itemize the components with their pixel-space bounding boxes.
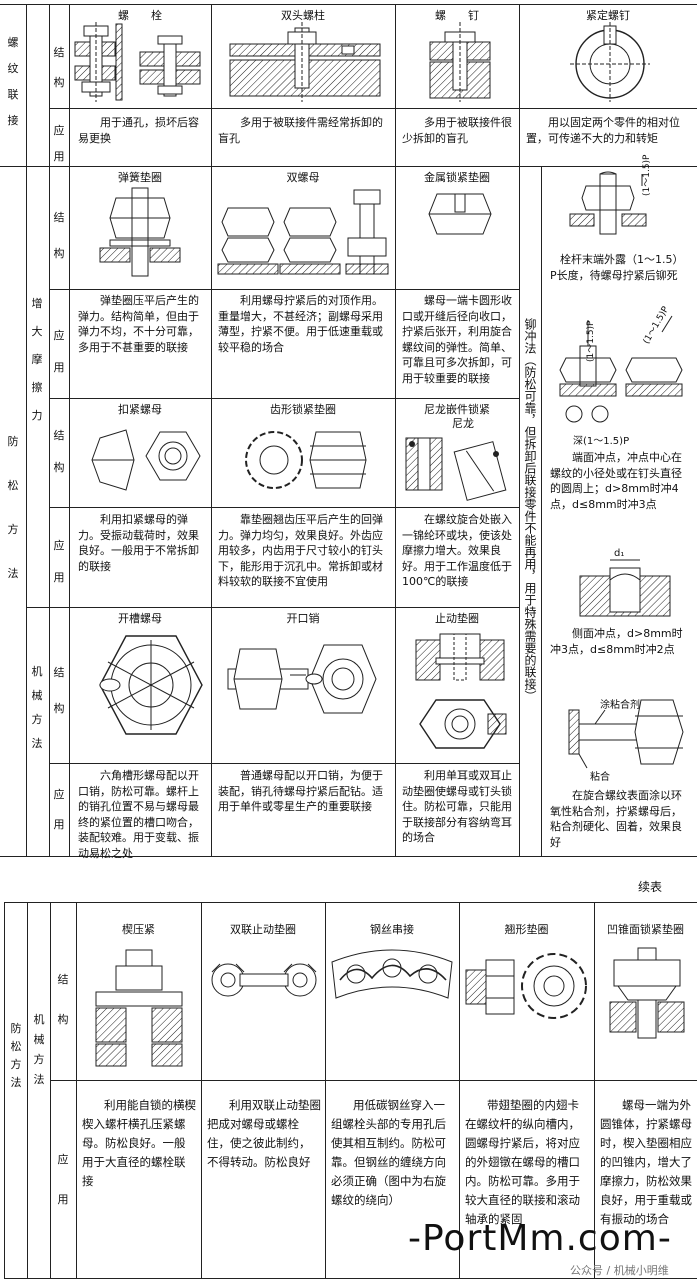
t2-app-double-tab: 利用双联止动垫圈把成对螺母或螺栓住，使之彼此制约，不得转动。防松良好: [207, 1098, 321, 1169]
punch-text-c: 侧面冲点，d>8mm时冲3点，d≤8mm时冲2点: [550, 627, 683, 656]
punch-drawing-b: [560, 312, 690, 432]
punch-dim-c: d₁: [614, 548, 625, 559]
stud-drawing: [230, 22, 380, 106]
punch-dim-b3: 深(1～1.5)P: [573, 436, 630, 447]
app-set-screw: 用以固定两个零件的相对位置，可传递不大的力和转矩: [526, 116, 680, 145]
watermark-sub: 公众号 / 机械小明维: [570, 1264, 669, 1277]
app-nylon-insert: 在螺纹旋合处嵌入一锦纶环或块，使该处摩擦力增大。效果良好。用于工作温度低于100…: [402, 513, 512, 588]
title-toothed-washer: 齿形锁紧垫圈: [270, 403, 336, 416]
t2-title-winged-washer: 翘形垫圈: [504, 923, 549, 936]
t2-label-struct: 结构: [57, 973, 69, 1026]
t2-title-double-tab: 双联止动垫圈: [230, 923, 296, 936]
title-nylon-insert: 尼龙嵌件锁紧: [424, 403, 490, 416]
glue-drawing: [565, 690, 685, 780]
group-anti-label: 防松方法: [7, 435, 19, 580]
app-clip-nut: 利用扣紧螺母的弹力。受振动载荷时，效果良好。一般用于不常拆卸的联接: [78, 513, 199, 573]
bolt-drawing: [70, 22, 210, 106]
label-app: 应用: [53, 539, 65, 584]
continued-label: 续表: [638, 880, 663, 894]
title-metal-lock-washer: 金属锁紧垫圈: [424, 171, 490, 184]
t2-app-winged-washer: 带翅垫圈的内翅卡在螺纹杆的纵向槽内，圆螺母拧紧后，将对应的外翅镦在螺母的槽口内。…: [465, 1098, 580, 1226]
toothed-washer-drawing: [240, 420, 370, 500]
double-nut-drawing: [218, 188, 388, 284]
nylon-insert-drawing: [400, 432, 515, 502]
label-app: 应用: [53, 788, 65, 831]
winged-washer-drawing: [464, 946, 590, 1026]
app-cotter-pin: 普通螺母配以开口销，为便于装配，销孔待螺母拧紧后配钻。适用于单件或零星生产的重要…: [218, 769, 383, 813]
title-bolt: 螺 栓: [118, 9, 162, 22]
glue-label-2: 粘合: [590, 772, 610, 783]
title-slotted-nut: 开槽螺母: [118, 612, 162, 625]
app-bolt: 用于通孔，损坏后容易更换: [78, 116, 199, 145]
app-metal-lock-washer: 螺母一端卡圆形收口或开缝后径向收口，拧紧后张开，利用旋合螺纹间的弹性。简单、可靠…: [402, 294, 512, 385]
label-struct: 结构: [53, 429, 65, 474]
cone-washer-drawing: [604, 946, 690, 1046]
title-screw: 螺 钉: [435, 9, 479, 22]
app-stud: 多用于被联接件需经常拆卸的盲孔: [218, 116, 383, 145]
title-double-nut: 双螺母: [286, 171, 320, 184]
tab-washer-drawing: [410, 630, 510, 758]
wire-drawing: [330, 940, 455, 1010]
punch-text-a: 栓杆末端外露（1～1.5）P长度，待螺母拧紧后铆死: [550, 253, 684, 282]
nylon-note: 尼龙: [452, 417, 474, 430]
metal-lock-washer-drawing: [425, 188, 495, 248]
slotted-nut-drawing: [96, 630, 206, 740]
punch-drawing-c: [580, 550, 670, 620]
t2-app-wedge: 利用能自锁的横楔楔入螺杆横孔压紧螺母。防松良好。一般用于大直径的螺栓联接: [82, 1098, 196, 1188]
t2-title-cone-washer: 凹锥面锁紧垫圈: [607, 923, 684, 936]
clip-nut-drawing: [90, 420, 205, 500]
t2-title-wire: 钢丝串接: [370, 923, 414, 936]
wedge-drawing: [96, 948, 186, 1068]
title-stud: 双头螺柱: [281, 9, 325, 22]
t2-sub-mech-label: 机械方法: [33, 1013, 45, 1086]
punch-text-b: 端面冲点，冲点中心在螺纹的小径处或在钉头直径的圆周上；d>8mm时冲4点，d≤8…: [550, 451, 682, 511]
spring-washer-drawing: [100, 188, 180, 284]
screw-drawing: [425, 22, 495, 106]
t2-app-cone-washer: 螺母一端为外圆锥体，拧紧螺母时，楔入垫圈相应的凹锥内，增大了摩擦力，防松效果良好…: [600, 1098, 692, 1226]
sub-friction-label: 增大摩擦力: [31, 297, 43, 422]
label-struct: 结构: [53, 211, 65, 260]
label-app: 应用: [53, 329, 65, 374]
t2-app-wire: 用低碳钢丝穿入一组螺栓头部的专用孔后使其相互制约。防松可靠。但钢丝的缠绕方向必须…: [331, 1098, 446, 1207]
t2-title-wedge: 楔压紧: [122, 923, 155, 936]
app-spring-washer: 弹垫圈压平后产生的弹力。结构简单，但由于弹力不均，不十分可靠，多用于不甚重要的联…: [78, 294, 199, 354]
set-screw-drawing: [570, 22, 650, 106]
double-tab-drawing: [208, 950, 320, 1010]
cotter-pin-drawing: [228, 635, 378, 725]
title-clip-nut: 扣紧螺母: [118, 403, 162, 416]
label-app: 应用: [53, 124, 65, 163]
t2-label-app: 应用: [57, 1153, 69, 1206]
punch-vertical-label: 铆冲法（防松可靠，但拆卸后联接零件不能再用，用于特殊需要的联接）: [523, 318, 537, 702]
app-tab-washer: 利用单耳或双耳止动垫圈使螺母或钉头锁住。防松可靠，只能用于联接部分有容纳弯耳的场…: [402, 769, 512, 844]
glue-label: 涂粘合剂: [600, 700, 640, 711]
app-screw: 多用于被联接件很少拆卸的盲孔: [402, 116, 512, 145]
watermark: -PortMm.com-: [408, 1218, 672, 1259]
group-thread-label: 螺纹联接: [7, 36, 19, 127]
punch-dim-b1: (1～1.5)P: [586, 320, 596, 363]
t2-group-anti-label: 防松方法: [10, 1022, 22, 1089]
title-tab-washer: 止动垫圈: [435, 612, 479, 625]
punch-text-d: 在旋合螺纹表面涂以环氧性粘合剂，拧紧螺母后，粘合剂硬化、固着，效果良好: [550, 789, 682, 849]
punch-drawing-a: [570, 170, 680, 250]
title-spring-washer: 弹簧垫圈: [118, 171, 162, 184]
app-slotted-nut: 六角槽形螺母配以开口销，防松可靠。螺杆上的销孔位置不易与螺母最终的紧位置的槽口吻…: [78, 769, 199, 860]
label-struct: 结构: [53, 46, 65, 89]
app-toothed-washer: 靠垫圈翘齿压平后产生的回弹力。弹力均匀，效果良好。外齿应用较多，内齿用于尺寸较小…: [218, 513, 383, 588]
title-set-screw: 紧定螺钉: [586, 9, 630, 22]
app-double-nut: 利用螺母拧紧后的对顶作用。重量增大，不甚经济；副螺母采用薄型，拧紧不便。用于低速…: [218, 294, 383, 354]
sub-mech-label: 机械方法: [31, 665, 43, 750]
punch-dim-a: (1～1.5)P: [642, 154, 652, 197]
title-cotter-pin: 开口销: [286, 612, 320, 625]
label-struct: 结构: [53, 666, 65, 715]
